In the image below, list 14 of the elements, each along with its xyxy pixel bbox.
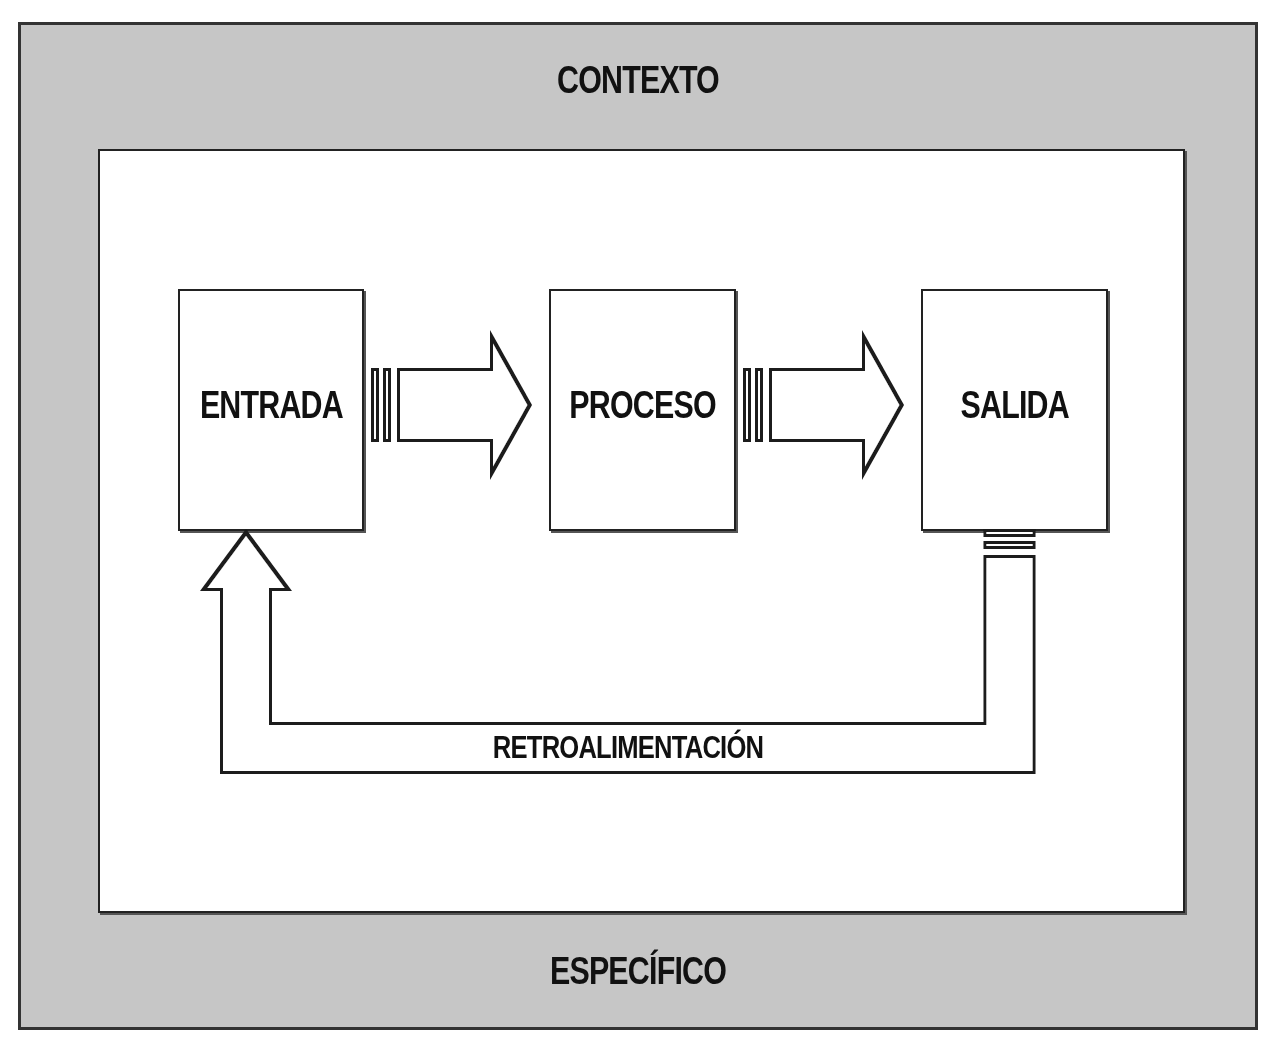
box-label: PROCESO (569, 383, 716, 427)
frame-heading: ESPECÍFICO (549, 950, 727, 993)
box-label: ENTRADA (199, 383, 343, 427)
process-box (549, 289, 736, 531)
block-arrow (200, 529, 1036, 774)
system-panel (98, 149, 1185, 913)
block-arrow (743, 330, 904, 480)
edge-label: RETROALIMENTACIÓN (489, 730, 767, 766)
box-label: SALIDA (960, 383, 1069, 427)
process-box (921, 289, 1108, 531)
frame-heading: CONTEXTO (557, 59, 719, 102)
context-frame (18, 22, 1258, 1030)
block-arrow (371, 330, 532, 480)
process-box (178, 289, 364, 531)
